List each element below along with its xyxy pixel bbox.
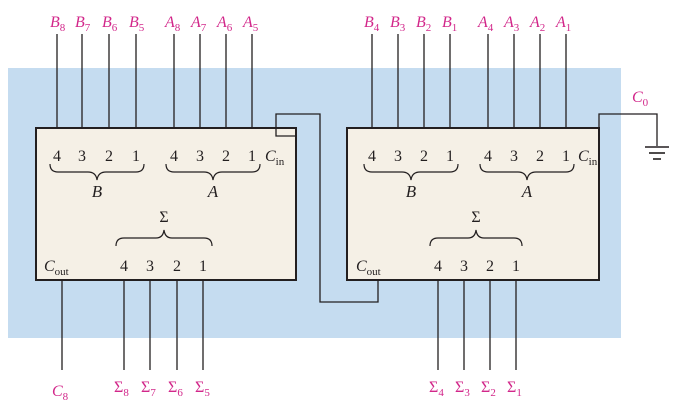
sum-pin-2: 2: [486, 258, 494, 275]
label-b6: B6: [102, 14, 118, 34]
b-group-brace: [363, 163, 459, 181]
carry-in-label: Cin: [578, 148, 598, 168]
sum-pin-3: 3: [146, 258, 154, 275]
label-b7: B7: [75, 14, 91, 34]
lower-adder: B4 B3 B2 B1 A4 A3 A2 A1 4 3 2 1 4 3 2 1: [346, 14, 600, 399]
label-b2: B2: [416, 14, 431, 34]
label-c8: C8: [52, 383, 69, 403]
pin-a2: 2: [222, 148, 230, 165]
pin-a1: 1: [248, 148, 256, 165]
pin-a1: 1: [562, 148, 570, 165]
sum-pin-2: 2: [173, 258, 181, 275]
label-a8: A8: [164, 14, 181, 34]
label-a3: A3: [503, 14, 520, 34]
b-group-label: B: [92, 182, 103, 201]
pin-a3: 3: [196, 148, 204, 165]
carry-out-label: Cout: [44, 258, 69, 278]
sum-group-brace: [429, 229, 523, 247]
label-b8: B8: [50, 14, 66, 34]
pin-a2: 2: [536, 148, 544, 165]
label-s7: Σ7: [141, 379, 156, 399]
pin-b2: 2: [105, 148, 113, 165]
label-a7: A7: [190, 14, 207, 34]
pin-b1: 1: [446, 148, 454, 165]
label-s4: Σ4: [429, 379, 444, 399]
pin-a4: 4: [170, 148, 178, 165]
pin-a3: 3: [510, 148, 518, 165]
sum-pin-4: 4: [434, 258, 442, 275]
a-group-label: A: [207, 182, 219, 201]
label-s3: Σ3: [455, 379, 470, 399]
pin-b4: 4: [53, 148, 61, 165]
a-group-brace: [479, 163, 575, 181]
ground-symbol-icon: [645, 146, 669, 160]
label-a2: A2: [529, 14, 545, 34]
sum-pin-1: 1: [512, 258, 520, 275]
upper-adder: B8 B7 B6 B5 A8 A7 A6 A5 4 3 2 1 4 3 2 1: [35, 14, 297, 403]
carry-link-wire: [275, 113, 379, 303]
label-s1: Σ1: [507, 379, 522, 399]
carry-out-label: Cout: [356, 258, 381, 278]
pin-b3: 3: [394, 148, 402, 165]
pin-b2: 2: [420, 148, 428, 165]
label-b4: B4: [364, 14, 380, 34]
label-b3: B3: [390, 14, 406, 34]
label-s2: Σ2: [481, 379, 496, 399]
sum-group-label: Σ: [159, 209, 168, 226]
pin-b1: 1: [132, 148, 140, 165]
upper-adder-chip: [35, 127, 297, 281]
sum-group-label: Σ: [471, 209, 480, 226]
carry-zero-wire: [598, 113, 658, 146]
sum-pin-4: 4: [120, 258, 128, 275]
label-c0: C0: [632, 89, 649, 109]
label-a6: A6: [216, 14, 233, 34]
pin-b3: 3: [78, 148, 86, 165]
carry-in-label: Cin: [265, 148, 285, 168]
label-s5: Σ5: [195, 379, 210, 399]
b-group-brace: [49, 163, 145, 181]
label-a5: A5: [242, 14, 259, 34]
a-group-label: A: [521, 182, 533, 201]
lower-adder-chip: [346, 127, 600, 281]
label-s6: Σ6: [168, 379, 183, 399]
a-group-brace: [165, 163, 261, 181]
label-a1: A1: [555, 14, 571, 34]
sum-pin-3: 3: [460, 258, 468, 275]
label-a4: A4: [477, 14, 494, 34]
label-s8: Σ8: [114, 379, 129, 399]
b-group-label: B: [406, 182, 417, 201]
pin-a4: 4: [484, 148, 492, 165]
pin-b4: 4: [368, 148, 376, 165]
label-b1: B1: [442, 14, 457, 34]
sum-group-brace: [115, 229, 213, 247]
label-b5: B5: [129, 14, 145, 34]
sum-pin-1: 1: [199, 258, 207, 275]
